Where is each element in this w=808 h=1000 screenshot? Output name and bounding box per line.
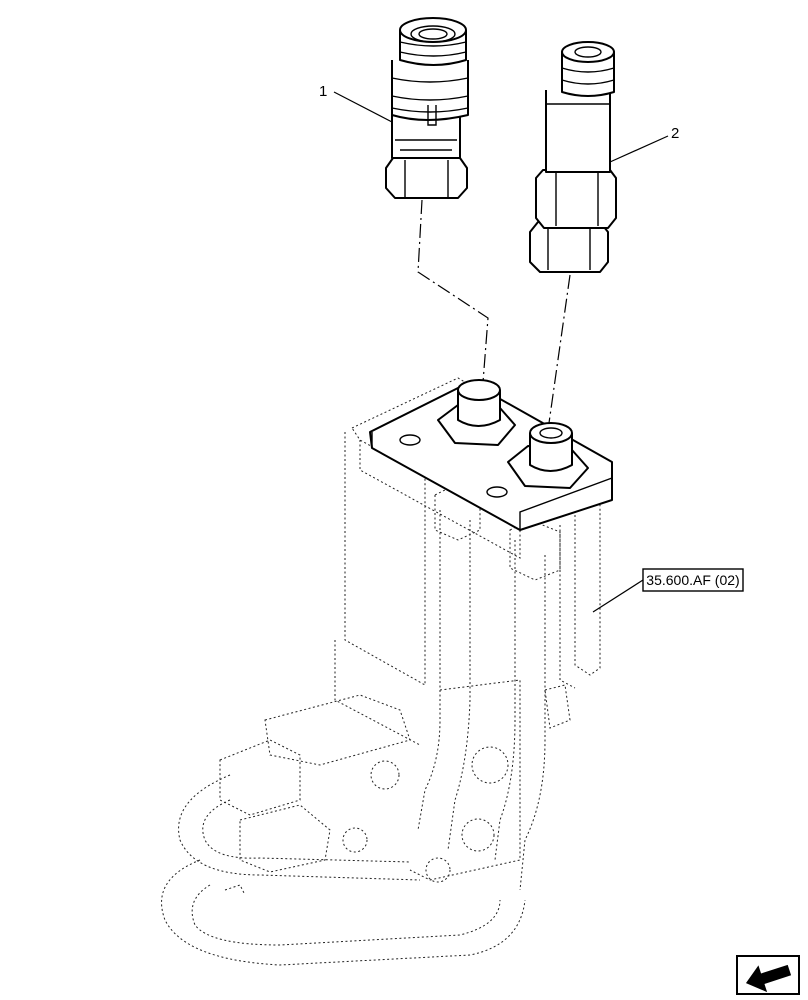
reference-label[interactable]: 35.600.AF (02) [592, 568, 744, 613]
reference-label-box[interactable] [642, 568, 744, 592]
assembly-centerlines [417, 199, 571, 431]
reference-label-text[interactable]: 35.600.AF (02) [646, 572, 739, 588]
callout-number-2: 2 [671, 125, 679, 142]
callout-1: 1 [319, 83, 393, 123]
part-2-male-nipple [529, 41, 617, 273]
port-plate [369, 379, 613, 531]
part-1-female-coupler [385, 17, 469, 199]
callout-2: 2 [609, 125, 679, 163]
valve-assembly-hidden-lines [161, 377, 613, 966]
return-arrow-icon[interactable] [736, 955, 800, 996]
callout-number-1: 1 [319, 83, 327, 100]
